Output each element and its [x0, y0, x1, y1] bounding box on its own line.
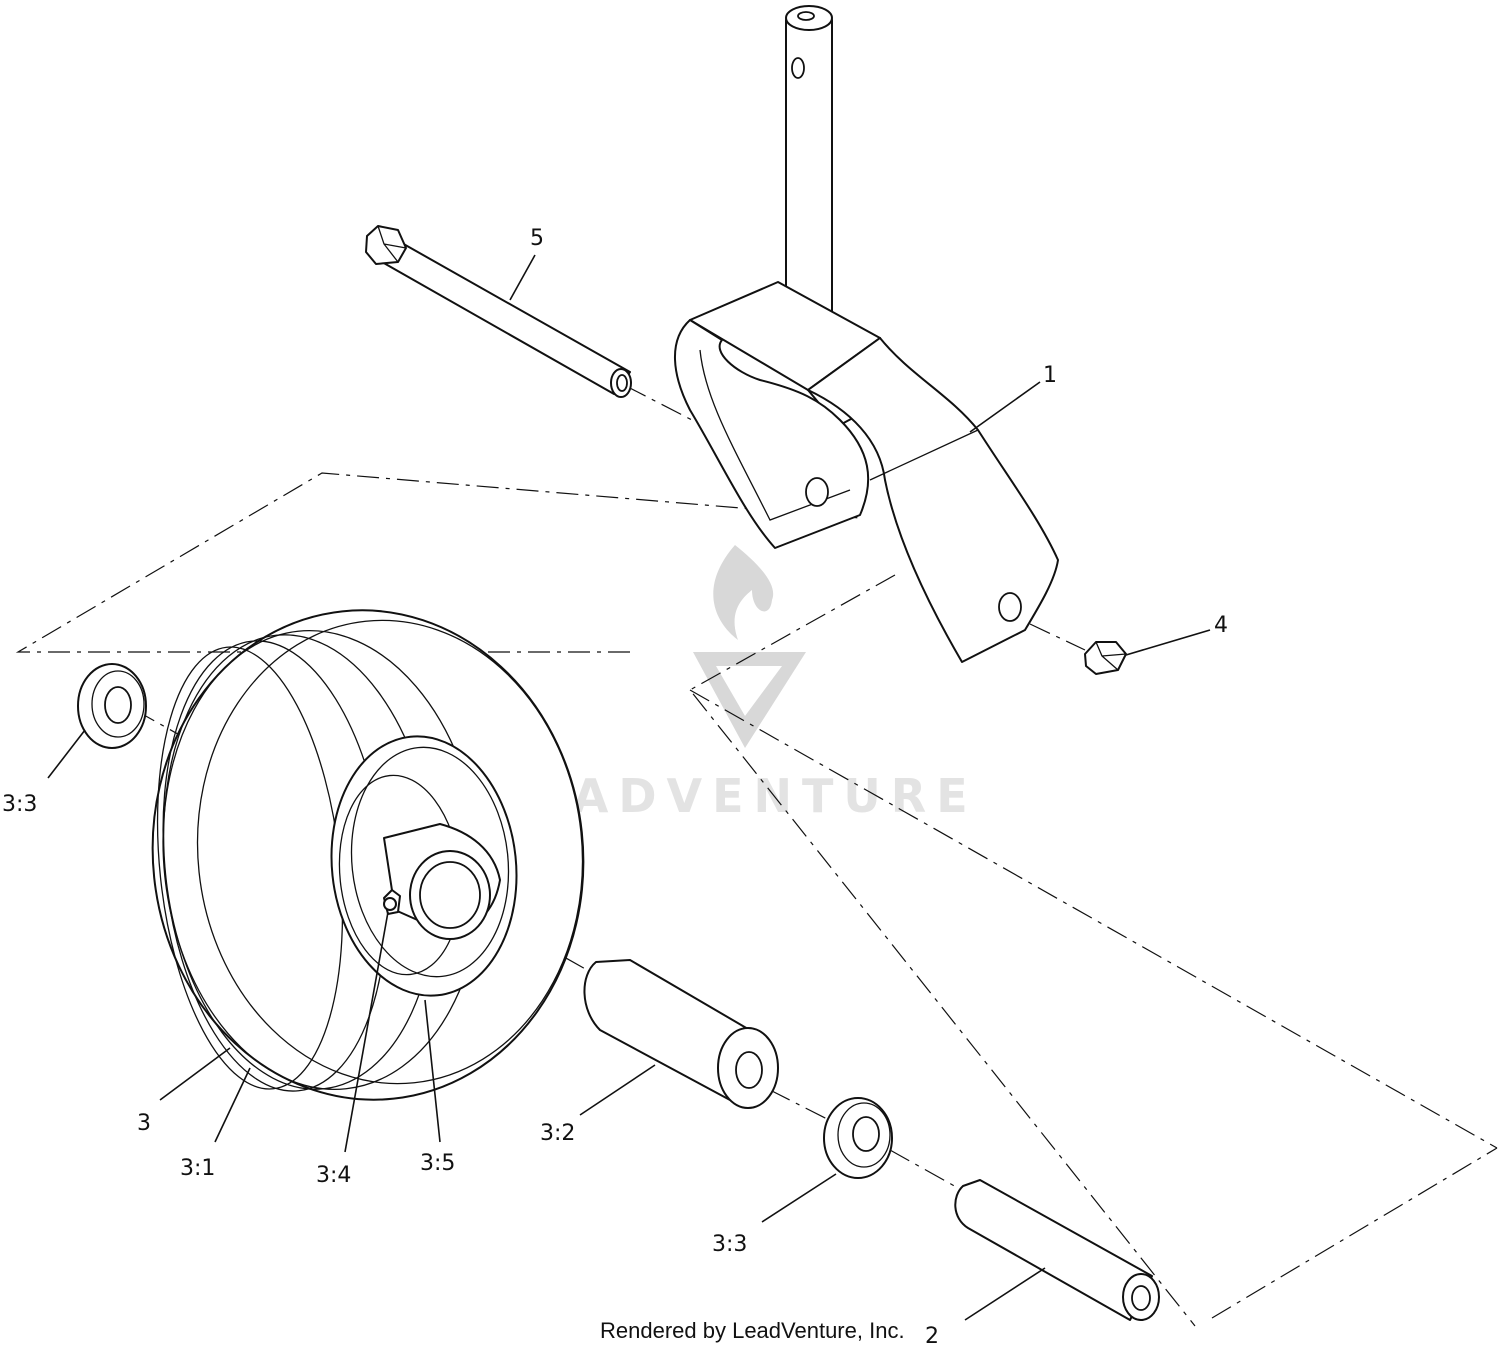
callout-3-2: 3:2: [540, 1121, 575, 1146]
spacer-tube: [583, 959, 779, 1109]
callout-labels: 1 2 3 3:1 3:2 3:3 3:3 3:4 3:5 4 5: [2, 226, 1228, 1349]
bearing-left: [77, 663, 147, 749]
callout-3-3-left: 3:3: [2, 792, 37, 817]
callout-3-3-right: 3:3: [712, 1232, 747, 1257]
callout-3-5: 3:5: [420, 1151, 455, 1176]
callout-1: 1: [1043, 363, 1057, 388]
callout-3-1: 3:1: [180, 1156, 215, 1181]
bolt: [365, 225, 632, 398]
callout-4: 4: [1214, 613, 1228, 638]
watermark-flame-icon: [713, 545, 774, 640]
callout-3-4: 3:4: [316, 1163, 351, 1188]
axle-sleeve: [954, 1179, 1160, 1321]
bearing-right: [823, 1097, 893, 1179]
callout-5: 5: [530, 226, 544, 251]
leader-lines: [47, 254, 1211, 1321]
grease-fitting: [383, 889, 401, 915]
watermark-v-icon: [693, 652, 806, 748]
caster-fork-with-spindle: [673, 5, 1059, 663]
lock-nut: [1084, 641, 1127, 675]
callout-3: 3: [137, 1111, 151, 1136]
wheel-assembly: [151, 609, 585, 1101]
phantom-lines: [15, 385, 1498, 1327]
callout-2: 2: [925, 1324, 939, 1349]
render-credit: Rendered by LeadVenture, Inc.: [600, 1318, 905, 1343]
